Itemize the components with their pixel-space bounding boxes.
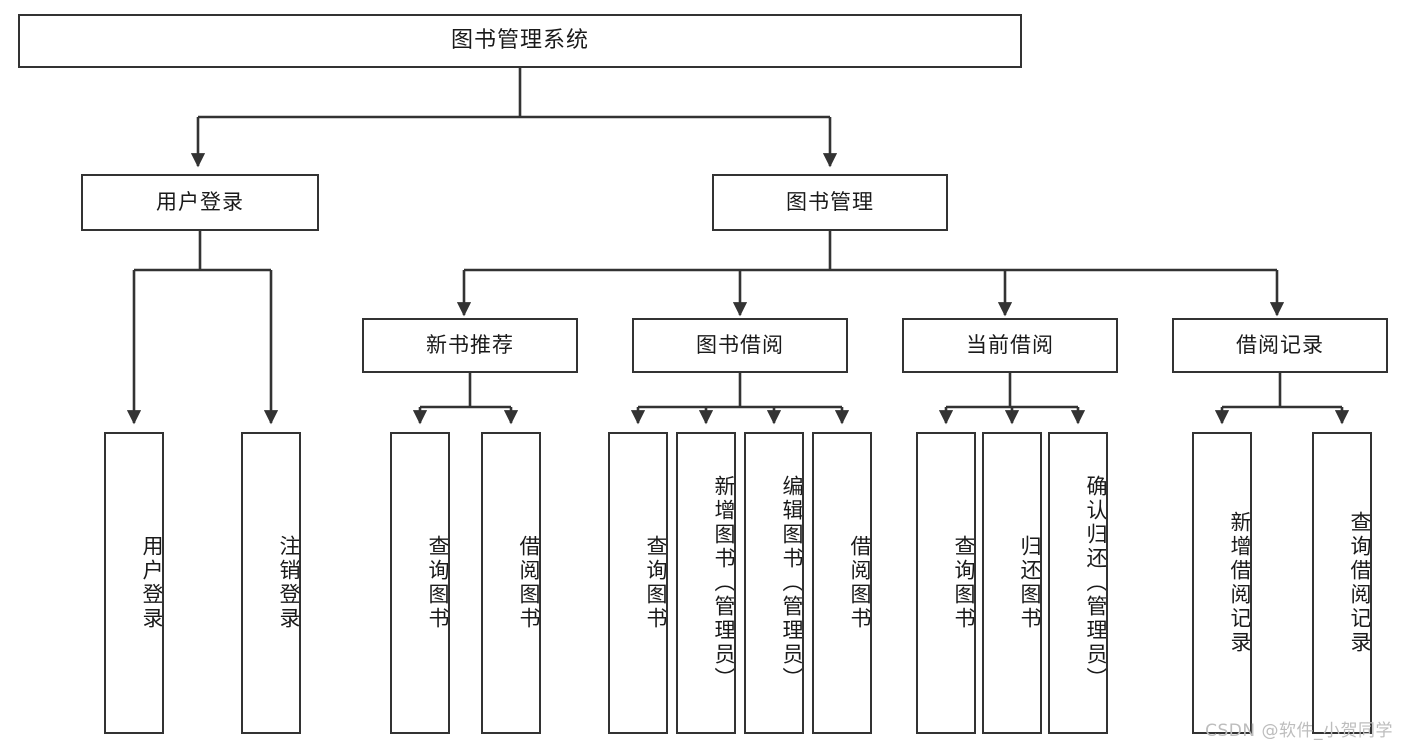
node-label: 查询图书 xyxy=(426,535,450,631)
leaf-logout-login[interactable]: 注销登录 xyxy=(241,432,301,734)
node-label: 归还图书 xyxy=(1018,535,1042,631)
node-label: 图书管理 xyxy=(786,189,874,214)
node-label: 借阅记录 xyxy=(1236,332,1324,357)
node-label: 新书推荐 xyxy=(426,332,514,357)
node-current-borrow[interactable]: 当前借阅 xyxy=(902,318,1118,373)
node-borrow-record[interactable]: 借阅记录 xyxy=(1172,318,1388,373)
leaf-add-borrow-record[interactable]: 新增借阅记录 xyxy=(1192,432,1252,734)
node-label: 新增图书（管理员） xyxy=(712,475,736,691)
node-label: 新增借阅记录 xyxy=(1228,511,1252,655)
leaf-borrow-book[interactable]: 借阅图书 xyxy=(812,432,872,734)
node-label: 编辑图书（管理员） xyxy=(780,475,804,691)
node-label: 查询借阅记录 xyxy=(1348,511,1372,655)
leaf-query-book-borrow[interactable]: 查询图书 xyxy=(608,432,668,734)
node-book-manage[interactable]: 图书管理 xyxy=(712,174,948,231)
leaf-query-book-new-recommend[interactable]: 查询图书 xyxy=(390,432,450,734)
leaf-user-login[interactable]: 用户登录 xyxy=(104,432,164,734)
node-label: 用户登录 xyxy=(140,535,164,631)
node-label: 查询图书 xyxy=(644,535,668,631)
leaf-add-book-admin[interactable]: 新增图书（管理员） xyxy=(676,432,736,734)
node-book-borrow[interactable]: 图书借阅 xyxy=(632,318,848,373)
node-label: 图书管理系统 xyxy=(450,27,589,53)
node-user-login[interactable]: 用户登录 xyxy=(81,174,319,231)
node-label: 确认归还（管理员） xyxy=(1084,475,1108,691)
node-label: 当前借阅 xyxy=(966,332,1054,357)
leaf-edit-book-admin[interactable]: 编辑图书（管理员） xyxy=(744,432,804,734)
leaf-return-book[interactable]: 归还图书 xyxy=(982,432,1042,734)
node-new-book-recommend[interactable]: 新书推荐 xyxy=(362,318,578,373)
node-root-book-management-system[interactable]: 图书管理系统 xyxy=(18,14,1022,68)
node-label: 借阅图书 xyxy=(848,535,872,631)
leaf-query-borrow-record[interactable]: 查询借阅记录 xyxy=(1312,432,1372,734)
node-label: 借阅图书 xyxy=(517,535,541,631)
leaf-borrow-book-new-recommend[interactable]: 借阅图书 xyxy=(481,432,541,734)
node-label: 图书借阅 xyxy=(696,332,784,357)
leaf-confirm-return-admin[interactable]: 确认归还（管理员） xyxy=(1048,432,1108,734)
node-label: 查询图书 xyxy=(952,535,976,631)
csdn-watermark: CSDN @软件_小贺同学 xyxy=(1205,721,1393,741)
node-label: 用户登录 xyxy=(156,189,244,214)
leaf-query-book-current[interactable]: 查询图书 xyxy=(916,432,976,734)
node-label: 注销登录 xyxy=(277,535,301,631)
